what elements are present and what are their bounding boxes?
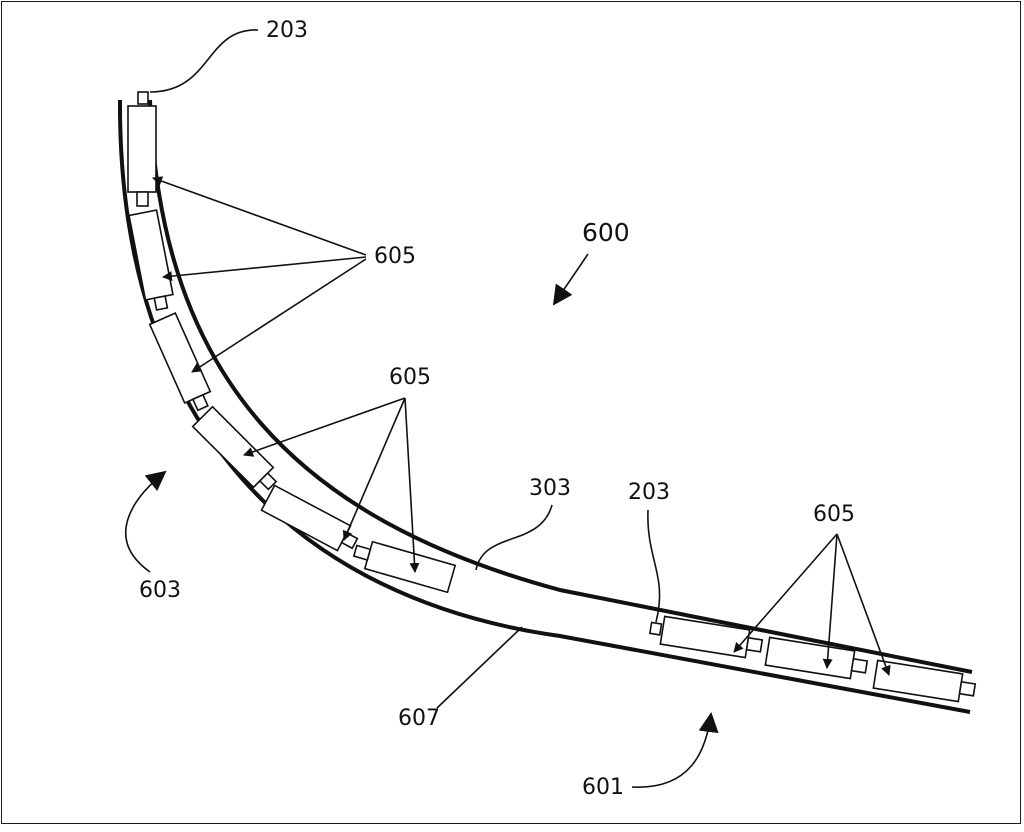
leader-203-top: [149, 29, 259, 93]
arrow-601: [631, 712, 719, 788]
label-605-right: 605: [813, 502, 855, 527]
sensor-module: [127, 91, 157, 207]
arrow-603: [124, 470, 167, 573]
label-303: 303: [529, 476, 571, 501]
leader-lines-605-right: [733, 533, 891, 676]
sensor-module: [648, 615, 764, 659]
leader-lines-605-middle: [243, 397, 420, 573]
label-605-upper: 605: [374, 244, 416, 269]
leader-607: [436, 626, 523, 709]
conduit-inner-wall: [148, 99, 973, 674]
label-203-top: 203: [266, 18, 308, 43]
leader-203-right: [647, 509, 661, 623]
label-603: 603: [139, 578, 181, 603]
sensor-module: [148, 311, 212, 412]
label-607: 607: [398, 706, 440, 731]
leader-303: [475, 504, 553, 571]
sensor-module: [872, 659, 977, 703]
leader-lines-605-upper: [152, 176, 367, 373]
label-605-middle: 605: [389, 365, 431, 390]
label-203-right: 203: [628, 480, 670, 505]
label-601: 601: [582, 775, 624, 800]
arrow-600: [552, 253, 589, 306]
sensor-module: [191, 405, 278, 491]
label-600: 600: [582, 218, 630, 247]
sensor-module: [128, 209, 174, 311]
conduit-outer-wall: [117, 99, 971, 714]
